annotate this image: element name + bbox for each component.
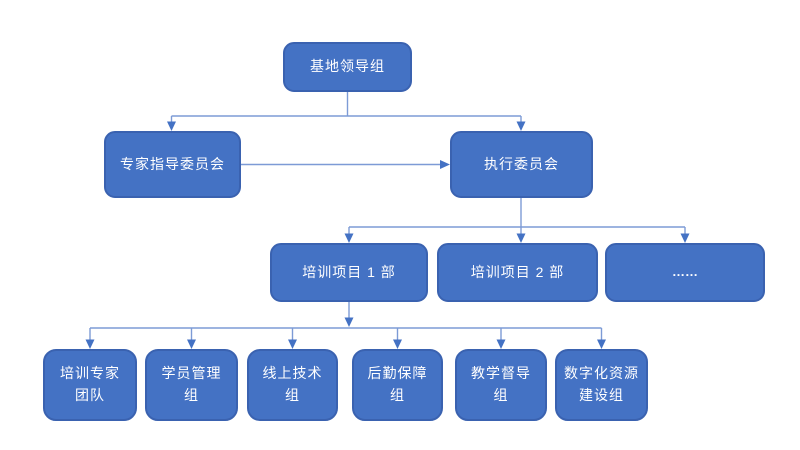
node-base-leadership-group: 基地领导组 [283,42,412,92]
node-online-tech-group: 线上技术 组 [247,349,338,421]
arrowhead-down-icon [680,233,690,243]
node-training-project-2: 培训项目 2 部 [437,243,598,302]
connector-root-split [167,92,526,131]
arrowhead-down-icon [288,339,297,349]
arrowhead-down-icon [344,233,354,243]
arrowhead-down-icon [167,121,176,131]
node-logistics-support-group: 后勤保障 组 [352,349,443,421]
node-ellipsis: …… [605,243,765,302]
arrowhead-down-icon [597,339,606,349]
arrowhead-down-icon [516,233,526,243]
node-training-project-1: 培训项目 1 部 [270,243,428,302]
node-executive-committee: 执行委员会 [450,131,593,198]
node-digital-resource-group: 数字化资源 建设组 [555,349,648,421]
node-expert-guidance-committee: 专家指导委员会 [104,131,241,198]
arrowhead-down-icon [85,339,95,349]
node-training-expert-team: 培训专家 团队 [43,349,137,421]
connector-executive-split [344,198,690,243]
node-teaching-supervision-group: 教学督导 组 [455,349,547,421]
arrowhead-down-icon [187,339,196,349]
arrowhead-down-icon [516,121,526,131]
arrowhead-down-icon [393,339,402,349]
arrowhead-down-icon [496,339,506,349]
connector-expert-to-executive [241,160,450,169]
node-student-management-group: 学员管理 组 [145,349,238,421]
arrowhead-right-icon [440,160,450,169]
connector-project1-split [85,302,606,349]
arrowhead-down-icon [344,317,354,327]
